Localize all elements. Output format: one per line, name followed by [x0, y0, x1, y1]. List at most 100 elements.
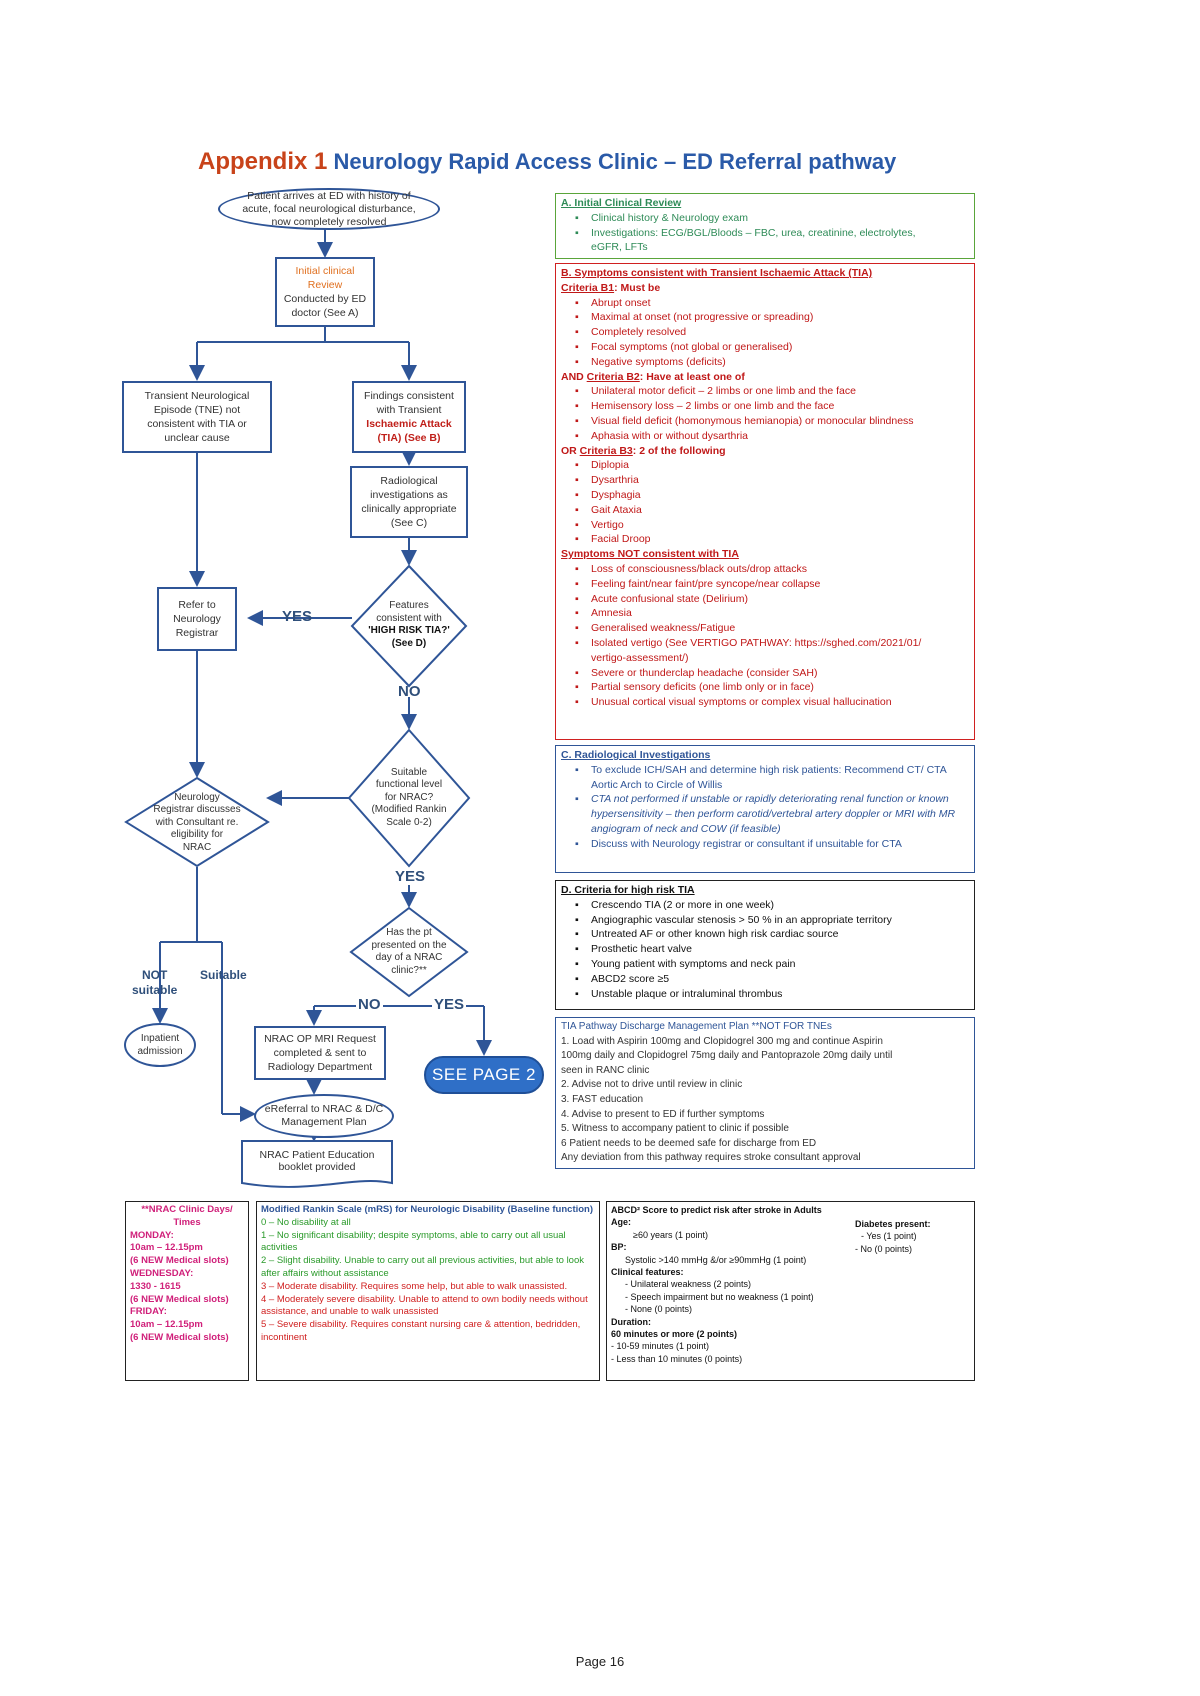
panel-c-heading: C. Radiological Investigations — [561, 749, 711, 761]
refer-line: Registrar — [175, 627, 219, 639]
high-risk-label: Features consistent with 'HIGH RISK TIA?… — [362, 592, 456, 658]
clinic-day-line: 1330 - 1615 — [130, 1280, 181, 1292]
mrs-level: 1 – No significant disability; despite s… — [261, 1229, 566, 1254]
tne-line: Transient Neurological — [144, 390, 250, 402]
no-label-presented: NO — [356, 996, 383, 1013]
clinic-day-line: (6 NEW Medical slots) — [130, 1293, 229, 1305]
clinic-day-line: MONDAY: — [130, 1229, 174, 1241]
criteria-b3-prefix: OR — [561, 444, 580, 457]
registrar-discuss-line: Neurology — [174, 791, 220, 803]
mri-line: Radiology Department — [267, 1061, 373, 1073]
panel-e-item: 100mg daily and Clopidogrel 75mg daily a… — [561, 1050, 893, 1062]
panel-c-item: To exclude ICH/SAH and determine high ri… — [575, 763, 969, 793]
not-tia-item: Severe or thunderclap headache (consider… — [575, 666, 969, 681]
abcd2-clinical-line: - Speech impairment but no weakness (1 p… — [625, 1291, 814, 1302]
education-line: NRAC Patient Education — [259, 1148, 375, 1161]
panel-c-item: Discuss with Neurology registrar or cons… — [575, 837, 969, 852]
clinic-day-line: 10am – 12.15pm — [130, 1319, 203, 1331]
abcd2-bp-line: Systolic >140 mmHg &/or ≥90mmHg (1 point… — [625, 1254, 807, 1265]
not-tia-item: Amnesia — [575, 606, 969, 621]
panel-a-item-cont: eGFR, LFTs — [591, 241, 648, 254]
panel-e-item: 5. Witness to accompany patient to clini… — [561, 1123, 789, 1135]
not-tia-item: Generalised weakness/Fatigue — [575, 621, 969, 636]
refer-line: Refer to — [178, 599, 216, 611]
tia-findings-line: Findings consistent — [364, 390, 454, 402]
mri-line: completed & sent to — [273, 1047, 367, 1059]
b2-item: Hemisensory loss – 2 limbs or one limb a… — [575, 399, 969, 414]
yes-label-high-risk: YES — [282, 608, 313, 625]
criteria-b2-prefix: AND — [561, 370, 587, 383]
presented-line: day of a NRAC — [375, 952, 443, 963]
abcd2-heading: ABCD² Score to predict risk after stroke… — [611, 1205, 822, 1215]
high-risk-line: (See D) — [391, 637, 427, 649]
criteria-b3-label: Criteria B3 — [579, 444, 633, 457]
tne-line: Episode (TNE) not — [153, 404, 241, 416]
see-page-2-label: SEE PAGE 2 — [432, 1065, 536, 1084]
ereferral-terminator: eReferral to NRAC & D/C Management Plan — [254, 1094, 394, 1138]
abcd2-duration-heading: Duration: — [611, 1316, 651, 1327]
initial-review-box: Initial clinical Review Conducted by ED … — [275, 257, 375, 327]
tne-box: Transient Neurological Episode (TNE) not… — [122, 381, 272, 453]
education-line: booklet provided — [278, 1161, 356, 1173]
not-suitable-line: NOT — [142, 968, 168, 982]
b3-item: Gait Ataxia — [575, 503, 969, 518]
criteria-b2-list: Unilateral motor deficit – 2 limbs or on… — [561, 384, 969, 443]
decision-functional-diamond — [347, 728, 471, 868]
high-risk-line: Features — [389, 600, 429, 611]
clinic-day-line: 10am – 12.15pm — [130, 1242, 203, 1254]
criteria-b2-header: AND Criteria B2: Have at least one of — [561, 370, 969, 385]
panel-c-item: CTA not performed if unstable or rapidly… — [575, 792, 969, 836]
refer-registrar-box: Refer to Neurology Registrar — [157, 587, 237, 651]
presented-label: Has the pt presented on the day of a NRA… — [362, 924, 456, 980]
panel-c-radiology: C. Radiological Investigations To exclud… — [555, 745, 975, 873]
panel-e-item: 1. Load with Aspirin 100mg and Clopidogr… — [561, 1035, 883, 1047]
tia-findings-line: Ischaemic Attack — [366, 418, 452, 430]
functional-line: functional level — [375, 779, 443, 791]
b1-item: Negative symptoms (deficits) — [575, 355, 969, 370]
abcd2-duration-line: 60 minutes or more (2 points) — [611, 1329, 738, 1340]
b3-item: Facial Droop — [575, 532, 969, 547]
criteria-b1-list: Abrupt onset Maximal at onset (not progr… — [561, 296, 969, 370]
criteria-b3-list: Diplopia Dysarthria Dysphagia Gait Ataxi… — [561, 458, 969, 547]
not-tia-item: Loss of consciousness/black outs/drop at… — [575, 562, 969, 577]
radiology-box: Radiological investigations as clinicall… — [350, 466, 468, 538]
clinic-days-box: **NRAC Clinic Days/ Times MONDAY: 10am –… — [125, 1201, 249, 1381]
radiology-line: investigations as — [370, 489, 448, 501]
functional-line: Scale 0-2) — [386, 816, 432, 828]
b1-item: Focal symptoms (not global or generalise… — [575, 340, 969, 355]
radiology-line: Radiological — [380, 475, 438, 487]
title-appendix: Appendix 1 — [198, 148, 328, 175]
not-suitable-line: suitable — [132, 983, 178, 997]
not-tia-list: Loss of consciousness/black outs/drop at… — [561, 562, 969, 651]
decision-registrar-diamond — [124, 776, 270, 868]
criteria-b1-rest: : Must be — [614, 281, 661, 294]
not-suitable-label: NOT suitable — [132, 968, 177, 998]
b1-item: Maximal at onset (not progressive or spr… — [575, 310, 969, 325]
abcd2-bp-heading: BP: — [611, 1242, 627, 1253]
initial-review-line: Conducted by ED — [283, 293, 367, 305]
panel-d-item: Untreated AF or other known high risk ca… — [575, 927, 969, 942]
start-text: Patient arrives at ED with history of ac… — [242, 189, 416, 228]
initial-review-line: Initial clinical — [295, 265, 355, 277]
not-tia-item: Partial sensory deficits (one limb only … — [575, 680, 969, 695]
panel-a-initial-review: A. Initial Clinical Review Clinical hist… — [555, 193, 975, 259]
criteria-b3-rest: : 2 of the following — [632, 444, 726, 457]
see-page-2-button[interactable]: SEE PAGE 2 — [424, 1056, 544, 1094]
clinic-day-line: (6 NEW Medical slots) — [130, 1331, 229, 1343]
b3-item: Vertigo — [575, 518, 969, 533]
functional-line: (Modified Rankin — [371, 804, 447, 816]
panel-e-item: seen in RANC clinic — [561, 1064, 650, 1076]
panel-e-heading: TIA Pathway Discharge Management Plan **… — [561, 1021, 832, 1032]
abcd2-clinical-heading: Clinical features: — [611, 1267, 684, 1278]
panel-a-heading: A. Initial Clinical Review — [561, 197, 682, 209]
panel-a-list: Clinical history & Neurology exam Invest… — [561, 211, 969, 241]
initial-review-line: doctor (See A) — [291, 307, 359, 319]
clinic-day-line: FRIDAY: — [130, 1306, 167, 1318]
not-tia-item: Feeling faint/near faint/pre syncope/nea… — [575, 577, 969, 592]
criteria-b3-header: OR Criteria B3: 2 of the following — [561, 444, 969, 459]
tia-findings-box: Findings consistent with Transient Ischa… — [352, 381, 466, 453]
mrs-level: 3 – Moderate disability. Requires some h… — [261, 1280, 568, 1292]
not-tia-list-2: Severe or thunderclap headache (consider… — [561, 666, 969, 710]
tne-line: consistent with TIA or — [147, 418, 247, 430]
not-tia-item: Unusual cortical visual symptoms or comp… — [575, 695, 969, 710]
